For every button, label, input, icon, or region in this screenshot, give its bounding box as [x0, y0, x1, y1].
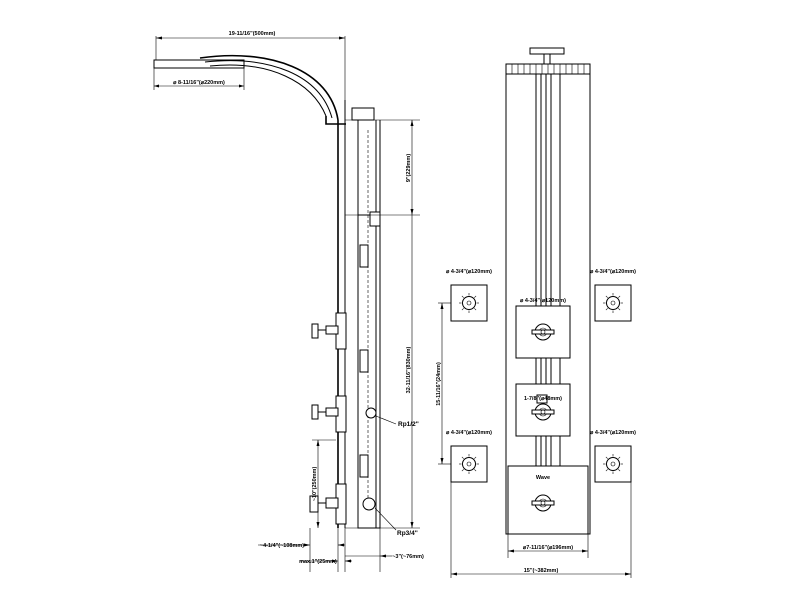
- side-handles: [309, 312, 377, 525]
- control-block-lower: Wave: [507, 465, 589, 535]
- panel-body: [345, 107, 420, 529]
- front-view: ⌀ 4-3/4"(⌀120mm) 1-7/8"(⌀48mm) Wave ⌀ 4-…: [436, 47, 636, 578]
- height-total-label: 32-11/16"(830mm): [406, 347, 412, 394]
- head-diameter-label: ⌀ 8-11/16"(⌀220mm): [173, 80, 225, 86]
- jet-upper-left-label: ⌀ 4-3/4"(⌀120mm): [446, 269, 492, 275]
- depth-body-label: ~3"(~76mm): [392, 554, 424, 560]
- body-jet-upper-left: ⌀ 4-3/4"(⌀120mm): [446, 269, 492, 322]
- inlet-lower-label: Rp3/4": [397, 530, 418, 537]
- rain-shower-head: ⌀ 8-11/16"(⌀220mm): [153, 59, 245, 90]
- lower-block-dimension: ⌀7-11/16"(⌀196mm): [507, 534, 589, 558]
- depth-dimensions: ~4-1/4"(~108mm) max.1"(25mm) ~3"(~76mm): [258, 528, 424, 572]
- vertical-spacing-label: 15-11/16"(24mm): [436, 362, 442, 406]
- control-middle-label: 1-7/8"(⌀48mm): [524, 396, 562, 402]
- depth-handle-label: ~4-1/4"(~108mm): [260, 543, 304, 549]
- jet-upper-right-label: ⌀ 4-3/4"(⌀120mm): [590, 269, 636, 275]
- side-view: 19-11/16"(500mm) ⌀ 8-11/16"(⌀220mm): [153, 31, 424, 572]
- body-jet-upper-right: ⌀ 4-3/4"(⌀120mm): [590, 269, 636, 322]
- overall-width-label: 15"(~382mm): [524, 568, 559, 574]
- brand-mark: Wave: [536, 475, 550, 481]
- overall-width-dimension: 15"(~382mm): [450, 482, 632, 578]
- front-column: [505, 73, 591, 535]
- control-block-middle: 1-7/8"(⌀48mm): [515, 383, 571, 437]
- front-shower-head: [505, 47, 591, 75]
- lower-height-dimension: ~10"(250mm): [312, 439, 336, 528]
- shower-arm: [199, 54, 346, 528]
- jet-spacing-dimension: 15-11/16"(24mm): [436, 302, 451, 465]
- height-top-label: 9"(229mm): [406, 154, 412, 182]
- jet-lower-left-label: ⌀ 4-3/4"(⌀120mm): [446, 430, 492, 436]
- height-lower-label: ~10"(250mm): [312, 467, 318, 502]
- arm-reach-dimension: 19-11/16"(500mm): [155, 31, 346, 100]
- body-jet-lower-left: ⌀ 4-3/4"(⌀120mm): [446, 430, 492, 483]
- body-jet-lower-right: ⌀ 4-3/4"(⌀120mm): [590, 430, 636, 483]
- jet-lower-right-label: ⌀ 4-3/4"(⌀120mm): [590, 430, 636, 436]
- arm-reach-label: 19-11/16"(500mm): [229, 31, 276, 37]
- depth-wall-label: max.1"(25mm): [299, 559, 337, 565]
- height-dimensions: 9"(229mm) 32-11/16"(830mm): [406, 120, 414, 528]
- control-upper-label: ⌀ 4-3/4"(⌀120mm): [520, 298, 566, 304]
- inlet-upper-label: Rp1/2": [398, 421, 419, 428]
- inlet-callouts: Rp1/2" Rp3/4": [374, 415, 419, 537]
- control-block-upper: ⌀ 4-3/4"(⌀120mm): [515, 298, 571, 359]
- lower-block-label: ⌀7-11/16"(⌀196mm): [523, 545, 573, 551]
